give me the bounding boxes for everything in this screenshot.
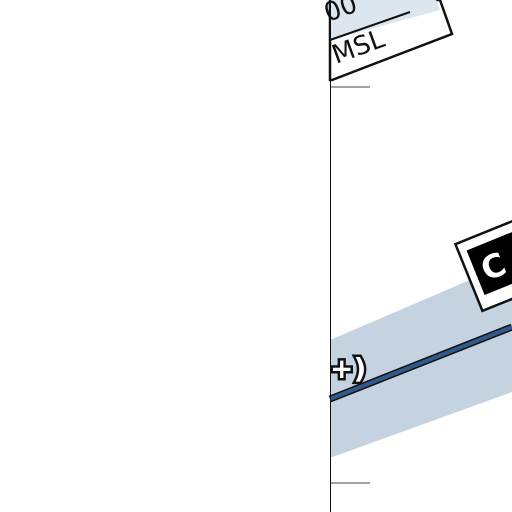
fix-badge [466,224,512,295]
route-line [329,325,512,401]
fix-box: C [453,208,512,313]
altitude-divider [329,11,411,41]
altitude-box: 00 MSL [320,0,454,82]
route-label: +) [330,352,366,385]
